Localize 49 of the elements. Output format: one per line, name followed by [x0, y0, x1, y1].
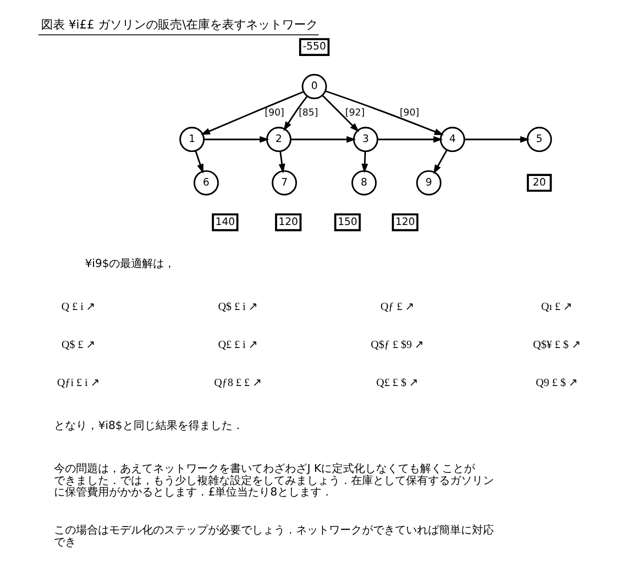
- arrow: [321, 94, 359, 132]
- arrow: [377, 136, 442, 143]
- arrow: [282, 96, 308, 132]
- label: Q$ƒ £ $9 ↗: [370, 338, 424, 351]
- arrow: [432, 150, 448, 174]
- node-circle: 0: [301, 74, 326, 100]
- label: ¥i9$の最適解は，: [84, 257, 175, 270]
- label: Q£ £ $ ↗: [376, 376, 418, 389]
- node-box: 20: [526, 174, 552, 192]
- node-circle: 8: [350, 170, 376, 196]
- node-circle: 4: [439, 126, 465, 152]
- label: Q$ £ ↗: [61, 338, 95, 351]
- arrow: [324, 90, 444, 136]
- label: Qı £ ↗: [540, 301, 572, 314]
- label: Qƒ8 £ £ ↗: [214, 376, 261, 389]
- label: となり，¥i8$と同じ結果を得ました．: [54, 418, 243, 432]
- label: Q$ £ i ↗: [218, 301, 257, 314]
- node-circle: 7: [271, 170, 296, 196]
- node-circle: 9: [416, 170, 441, 196]
- arrow: [194, 150, 203, 174]
- node-box: 120: [274, 213, 302, 232]
- arrow: [290, 136, 356, 143]
- label: 今の問題は，あえてネットワークを書いてわざわざJ Kに定式化しなくても解くことができました．では，もう少し複雑な設定をしてみましょう．在庫として保有するガソリンに保管費用がかかるとします．£単位当たり8とします．: [54, 462, 494, 499]
- node-box: 150: [334, 213, 360, 232]
- edge-label: [90]: [264, 107, 284, 118]
- label: Qƒ £ ↗: [380, 301, 414, 314]
- node-circle: 3: [352, 126, 378, 152]
- label: この場合はモデル化のステップが必要でしょう．ネットワークができていれば簡単に対応でき: [54, 523, 494, 548]
- label: Q$¥ £ $ ↗: [532, 338, 580, 351]
- node-circle: 2: [266, 126, 291, 152]
- node-box: 120: [391, 213, 418, 232]
- node-circle: 5: [526, 126, 552, 152]
- edge-label: [90]: [399, 107, 419, 118]
- arrow: [464, 136, 530, 143]
- label: Q9 £ $ ↗: [535, 376, 578, 389]
- arrow: [360, 151, 368, 174]
- label: Q £ i ↗: [60, 301, 95, 314]
- node-circle: 6: [193, 170, 218, 196]
- arrow: [203, 136, 269, 143]
- arrow: [200, 90, 304, 135]
- label: Qƒi £ i ↗: [56, 376, 100, 389]
- node-circle: 1: [178, 126, 204, 152]
- label: Q£ £ i ↗: [218, 338, 257, 351]
- arrow: [278, 151, 285, 174]
- edge-label: [92]: [344, 107, 364, 118]
- edge-label: [85]: [298, 107, 318, 118]
- node-box: -550: [298, 38, 330, 56]
- node-box: 140: [211, 213, 238, 232]
- diagram-title: 図表 ¥i££ ガソリンの販売\在庫を表すネットワーク: [40, 17, 318, 32]
